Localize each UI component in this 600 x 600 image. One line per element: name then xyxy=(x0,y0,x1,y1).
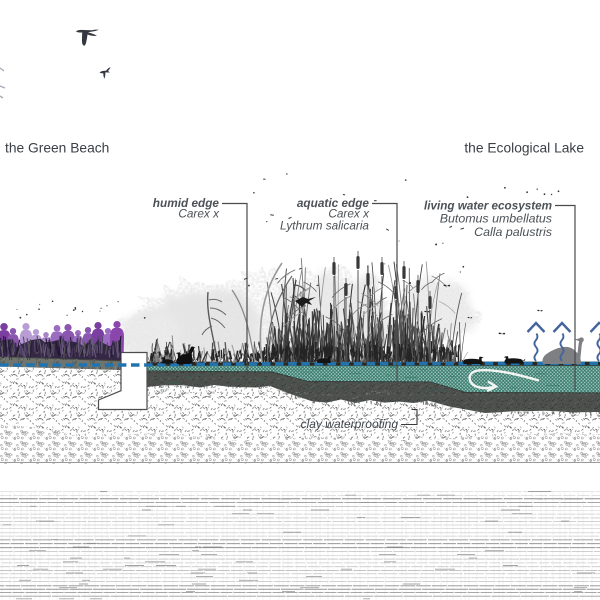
svg-text:humid edge: humid edge xyxy=(153,196,220,210)
svg-text:Carex x: Carex x xyxy=(328,207,370,221)
svg-text:Calla palustris: Calla palustris xyxy=(474,225,552,239)
svg-text:the Green Beach: the Green Beach xyxy=(5,141,109,156)
svg-text:Lythrum salicaria: Lythrum salicaria xyxy=(280,219,369,233)
svg-text:Carex x: Carex x xyxy=(178,207,220,221)
svg-text:clay waterproofing: clay waterproofing xyxy=(301,417,399,431)
svg-text:aquatic edge: aquatic edge xyxy=(297,196,370,210)
svg-text:Butomus umbellatus: Butomus umbellatus xyxy=(440,212,552,226)
svg-text:living water ecosystem: living water ecosystem xyxy=(424,200,552,213)
svg-text:the Ecological Lake: the Ecological Lake xyxy=(464,141,584,156)
